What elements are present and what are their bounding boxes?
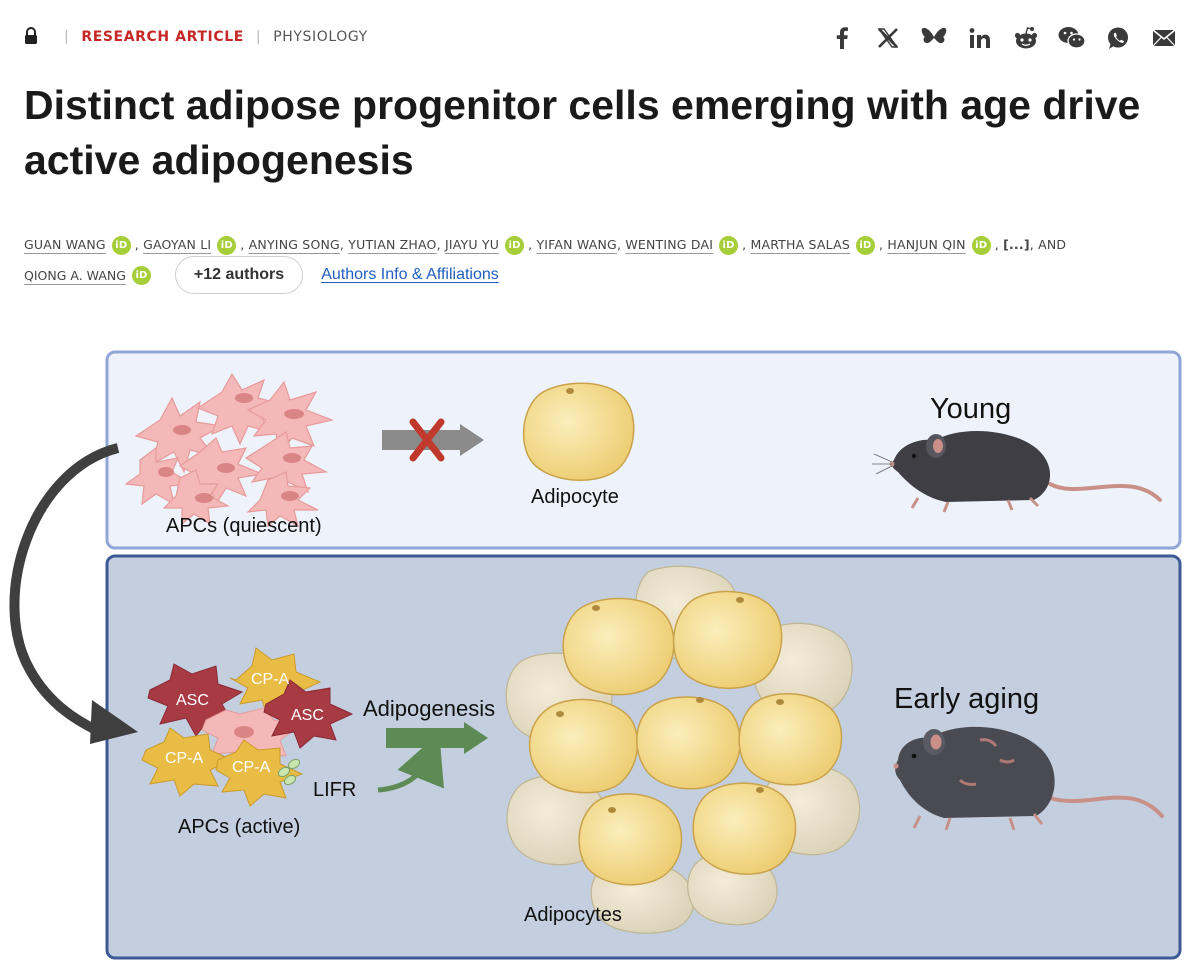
bluesky-icon[interactable] <box>920 24 948 52</box>
breadcrumb-separator: | <box>64 29 70 45</box>
asc-cell-label: ASC <box>291 707 324 724</box>
author-link[interactable]: JIAYU YU <box>444 237 500 252</box>
and-text: , AND <box>1029 237 1067 252</box>
whatsapp-icon[interactable] <box>1104 24 1132 52</box>
author-link[interactable]: GUAN WANG <box>24 237 106 252</box>
author-link[interactable]: YUTIAN ZHAO <box>348 237 437 252</box>
blocked-arrow <box>382 424 484 456</box>
orcid-icon[interactable]: iD <box>111 236 131 255</box>
adipogenesis-arrow <box>386 722 488 754</box>
active-apc-cells <box>141 647 354 807</box>
block-x-icon <box>409 418 445 462</box>
author-link[interactable]: HANJUN QIN <box>887 237 966 252</box>
apcs-quiescent-label: APCs (quiescent) <box>166 515 322 537</box>
lifr-signal-arrow <box>377 732 444 793</box>
young-label: Young <box>930 393 1011 425</box>
author-link[interactable]: MARTHA SALAS <box>750 237 850 252</box>
lock-icon <box>24 27 42 47</box>
wechat-icon[interactable] <box>1058 24 1086 52</box>
facebook-icon[interactable] <box>828 24 856 52</box>
author-link[interactable]: GAOYAN LI <box>143 237 212 252</box>
author-link[interactable]: YIFAN WANG <box>536 237 617 252</box>
orcid-icon[interactable]: iD <box>217 236 237 255</box>
cpa-cell-label: CP-A <box>251 671 290 688</box>
adipocytes-label: Adipocytes <box>524 904 622 926</box>
asc-cell-label: ASC <box>176 692 209 709</box>
author-row-2: QIONG A. WANG iD +12 authors Authors Info… <box>24 256 499 294</box>
adipocyte-cell <box>522 382 635 482</box>
author-ellipsis[interactable]: [...] <box>1003 237 1030 252</box>
cpa-cell-label: CP-A <box>232 759 271 776</box>
more-authors-button[interactable]: +12 authors <box>174 256 304 294</box>
cpa-cell-label: CP-A <box>165 750 204 767</box>
author-link[interactable]: WENTING DAI <box>625 237 714 252</box>
lifr-label: LIFR <box>313 779 356 801</box>
orcid-icon[interactable]: iD <box>505 236 525 255</box>
authors-affiliations-link[interactable]: Authors Info & Affiliations <box>321 266 499 283</box>
linkedin-icon[interactable] <box>966 24 994 52</box>
early-aging-label: Early aging <box>894 683 1039 715</box>
breadcrumb: | RESEARCH ARTICLE | PHYSIOLOGY <box>24 27 368 47</box>
aging-mouse-icon <box>893 726 1164 831</box>
article-title: Distinct adipose progenitor cells emergi… <box>24 82 1141 183</box>
category-research-article[interactable]: RESEARCH ARTICLE <box>81 29 244 45</box>
transition-arrow <box>9 443 138 744</box>
adipocyte-cluster <box>528 590 843 886</box>
young-mouse-icon <box>872 430 1162 513</box>
category-physiology[interactable]: PHYSIOLOGY <box>273 29 368 45</box>
orcid-icon[interactable]: iD <box>856 236 875 255</box>
author-link[interactable]: QIONG A. WANG <box>24 267 126 283</box>
reddit-icon[interactable] <box>1012 24 1040 52</box>
graphical-abstract: APCs (quiescent) Adipocyte Young <box>0 340 1200 968</box>
breadcrumb-separator: | <box>255 29 262 45</box>
orcid-icon[interactable]: iD <box>131 265 151 285</box>
x-icon[interactable] <box>874 24 902 52</box>
orcid-icon[interactable]: iD <box>719 236 739 255</box>
share-toolbar <box>828 24 1178 52</box>
author-link[interactable]: ANYING SONG <box>248 237 340 252</box>
email-icon[interactable] <box>1150 24 1178 52</box>
quiescent-apc-cells <box>124 372 335 528</box>
apcs-active-label: APCs (active) <box>178 816 300 838</box>
adipogenesis-label: Adipogenesis <box>363 696 495 721</box>
orcid-icon[interactable]: iD <box>971 236 991 255</box>
adipocyte-label: Adipocyte <box>531 486 619 508</box>
article-header-bar: | RESEARCH ARTICLE | PHYSIOLOGY <box>24 24 1178 52</box>
